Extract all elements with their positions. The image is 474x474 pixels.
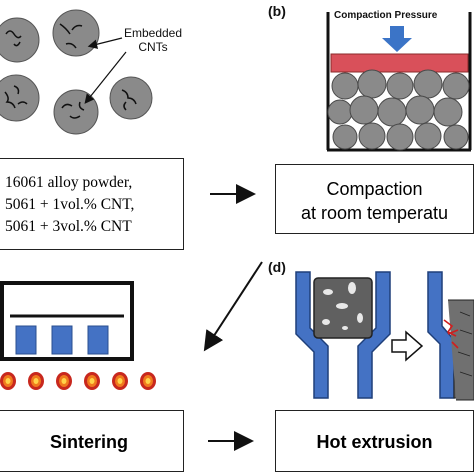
sample-block: [51, 325, 73, 355]
extrusion-die-after: [427, 271, 474, 401]
compaction-line-2: at room temperatu: [300, 203, 449, 223]
sample-block: [87, 325, 109, 355]
burner-flames: [0, 372, 156, 390]
process-direction-arrow: [391, 330, 424, 362]
materials-line-2: 5061 + 1vol.% CNT,: [5, 196, 135, 213]
compaction-die: [326, 12, 472, 152]
pressure-arrow: [382, 26, 412, 52]
embedded-cnts-line2: CNTs: [138, 40, 168, 54]
sample-block: [15, 325, 37, 355]
sintering-furnace: [0, 281, 156, 390]
powder-particle: [0, 74, 40, 122]
panel-b-label: (b): [268, 3, 286, 19]
hot-extrusion-box: Hot extrusion: [275, 410, 474, 472]
compaction-box: Compaction at room temperatu: [275, 164, 474, 234]
powder-particle: [53, 89, 99, 135]
extrusion-die-before: [295, 271, 391, 399]
embedded-cnts-line1: Embedded: [123, 26, 183, 40]
compaction-pressure-label: Compaction Pressure: [334, 10, 438, 21]
cnt-powder-particles: [0, 9, 153, 135]
panel-d-label: (d): [268, 259, 286, 275]
materials-line-1: 16061 alloy powder,: [5, 174, 133, 191]
materials-line-3: 5061 + 3vol.% CNT: [5, 218, 132, 235]
pointer-arrow: [87, 37, 123, 49]
sintering-box: Sintering: [0, 410, 184, 472]
powder-particle: [52, 9, 100, 57]
compaction-punch: [330, 53, 469, 73]
pointer-arrow: [84, 51, 127, 104]
powder-particle: [109, 76, 153, 120]
packed-powder: [327, 69, 470, 151]
powder-particle: [0, 17, 40, 63]
compaction-line-1: Compaction: [326, 179, 423, 199]
sintering-label: Sintering: [49, 432, 128, 452]
arrow-to-sintering: [203, 261, 263, 352]
materials-box: 16061 alloy powder, 5061 + 1vol.% CNT, 5…: [0, 158, 184, 250]
embedded-cnts-label: Embedded CNTs: [122, 26, 184, 54]
hot-extrusion-label: Hot extrusion: [316, 432, 433, 452]
